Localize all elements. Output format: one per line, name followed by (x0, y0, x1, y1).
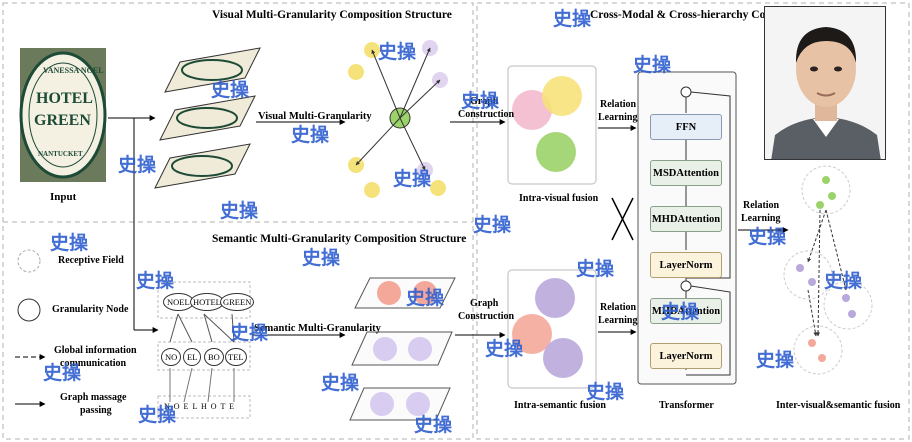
legend-graph-passing-2: passing (80, 405, 112, 416)
graph-construction-bottom-label-2: Construction (458, 311, 515, 322)
relation-learning-right-label-1: Relation (743, 200, 780, 211)
tree-characters: N O E L H O T E (164, 402, 236, 411)
tree-node-green: GREEN (220, 293, 255, 311)
graph-construction-top-label-2: Construction (458, 109, 515, 120)
cross-line-2 (611, 197, 634, 241)
legend-receptive-field: Receptive Field (58, 255, 124, 266)
legend-granularity-node: Granularity Node (52, 304, 129, 315)
ffn-block: FFN (650, 114, 722, 140)
tree-node-hotel: HOTEL (190, 293, 224, 311)
inter-fusion-label: Inter-visual&semantic fusion (776, 400, 901, 411)
graph-construction-top-label-1: Graph (470, 96, 499, 107)
relation-learning-right-label-2: Learning (741, 213, 781, 224)
relation-learning-bottom-label-2: Learning (598, 315, 638, 326)
legend-receptive-field-shape (17, 249, 41, 273)
intra-semantic-fusion-label: Intra-semantic fusion (514, 400, 606, 411)
portrait-photo (764, 6, 886, 160)
mhdattention-block-1: MHDAttention (650, 206, 722, 232)
visual-mg-label: Visual Multi-Granularity (258, 111, 372, 122)
add-node-top (680, 86, 692, 98)
tree-node-no: NO (161, 348, 182, 366)
legend-granularity-node-shape (17, 298, 41, 322)
tree-node-tel: TEL (225, 348, 247, 366)
legend-global-info-2: communication (60, 358, 127, 369)
relation-learning-bottom-label-1: Relation (600, 302, 637, 313)
semantic-tree-graph (157, 281, 251, 419)
sign-hotel: HOTEL (36, 90, 93, 107)
tree-node-bo: BO (204, 348, 224, 366)
legend-graph-passing-1: Graph massage (60, 392, 127, 403)
sign-green: GREEN (34, 112, 91, 129)
semantic-layer-planes (349, 277, 456, 421)
semantic-structure-title: Semantic Multi-Granularity Composition S… (212, 233, 467, 245)
relation-learning-top-label-2: Learning (598, 112, 638, 123)
sign-line1: VANESSA NOEL (43, 66, 104, 75)
layernorm-block-2: LayerNorm (650, 343, 722, 369)
legend-global-info-1: Global information (54, 345, 137, 356)
visual-granularity-stack (154, 47, 261, 189)
msdattention-block: MSDAttention (650, 160, 722, 186)
inter-fusion-graph (783, 165, 873, 375)
sign-nantucket: NANTUCKET (38, 150, 83, 158)
graph-construction-bottom-label-1: Graph (470, 298, 499, 309)
right-panel-border (476, 2, 910, 440)
visual-graph (348, 40, 448, 198)
input-label: Input (50, 191, 77, 203)
tree-node-el: EL (183, 348, 202, 366)
mhdattention-block-2: MHDAttention (650, 298, 722, 324)
layernorm-block-1: LayerNorm (650, 252, 722, 278)
input-sign-image (19, 48, 107, 182)
transformer-label: Transformer (659, 400, 714, 411)
visual-structure-title: Visual Multi-Granularity Composition Str… (212, 9, 452, 21)
intra-visual-fusion-label: Intra-visual fusion (519, 193, 599, 204)
semantic-mg-label: Semantic Multi-Granularity (254, 323, 381, 334)
add-node-bottom (680, 280, 692, 292)
relation-learning-top-label-1: Relation (600, 99, 637, 110)
left-panel-border (2, 2, 474, 440)
